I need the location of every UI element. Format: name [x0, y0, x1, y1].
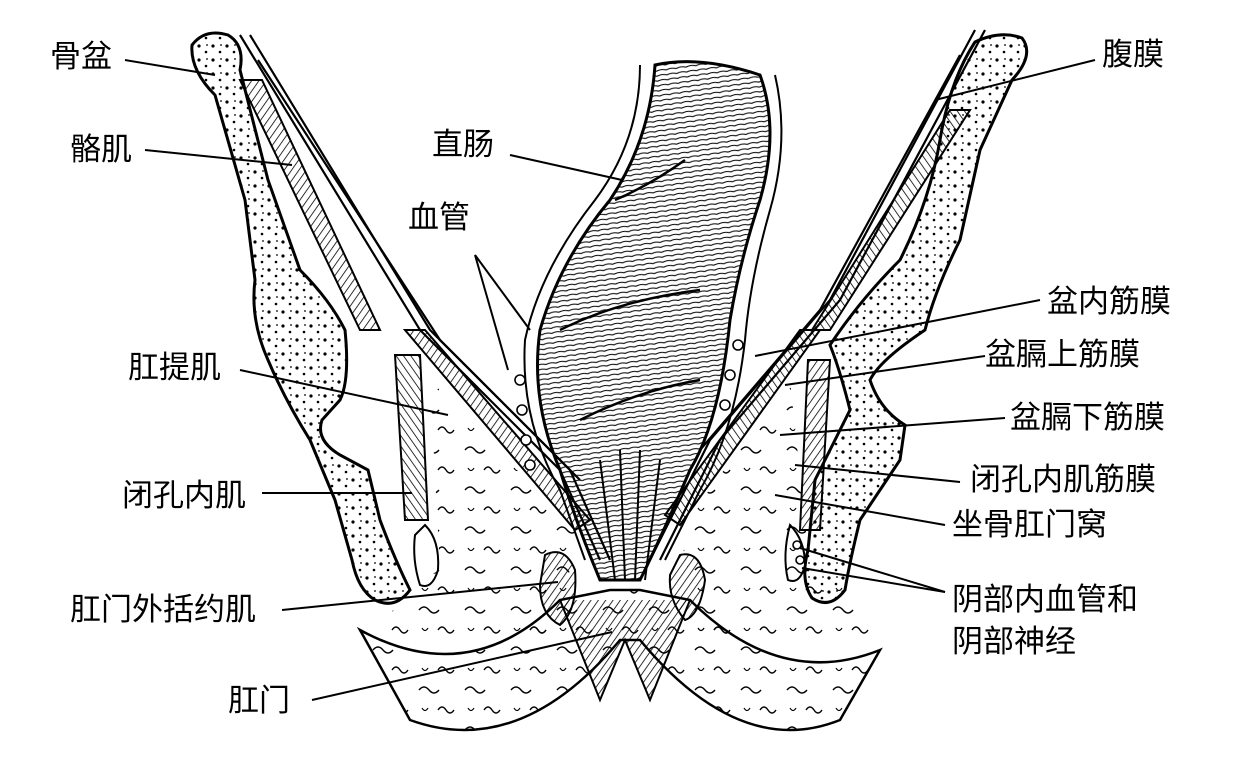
label-inferior-pelvic-diaphragm-fascia: 盆膈下筋膜 — [1010, 400, 1165, 436]
leader-lines — [124, 59, 1096, 701]
blood-vessel-circles — [514, 339, 805, 565]
label-superior-pelvic-diaphragm-fascia: 盆膈上筋膜 — [985, 337, 1140, 373]
label-endopelvic-fascia: 盆内筋膜 — [1047, 284, 1171, 320]
rectal-wall-lines — [523, 64, 783, 561]
right-iliac-muscle — [810, 109, 972, 331]
label-pelvis-bone: 骨盆 — [50, 39, 112, 75]
label-ischioanal-fossa: 坐骨肛门窝 — [952, 507, 1107, 543]
label-levator-ani: 肛提肌 — [128, 350, 221, 386]
label-blood-vessels: 血管 — [408, 200, 470, 236]
label-peritoneum: 腹膜 — [1102, 37, 1164, 73]
ischioanal-fossa-right — [680, 380, 872, 640]
label-rectum: 直肠 — [432, 127, 494, 163]
label-obturator-internus: 闭孔内肌 — [122, 478, 246, 514]
label-external-anal-sphincter: 肛门外括约肌 — [70, 592, 256, 628]
perineum — [356, 588, 883, 732]
left-obturator-muscle — [393, 354, 440, 587]
anal-canal — [599, 449, 661, 581]
rectum — [536, 60, 772, 582]
levator-ani-muscles — [402, 329, 822, 532]
left-pelvic-bone — [190, 31, 412, 605]
label-skeletal-muscle: 骼肌 — [70, 132, 132, 168]
label-anus: 肛门 — [228, 683, 290, 719]
label-pudendal-vessels-line1: 阴部内血管和 — [952, 582, 1138, 618]
label-pudendal-vessels-line2: 阴部神经 — [952, 624, 1076, 660]
left-iliac-muscle — [238, 79, 382, 331]
ischioanal-fossa-left — [388, 380, 575, 640]
label-obturator-internus-fascia: 闭孔内肌筋膜 — [970, 462, 1156, 498]
